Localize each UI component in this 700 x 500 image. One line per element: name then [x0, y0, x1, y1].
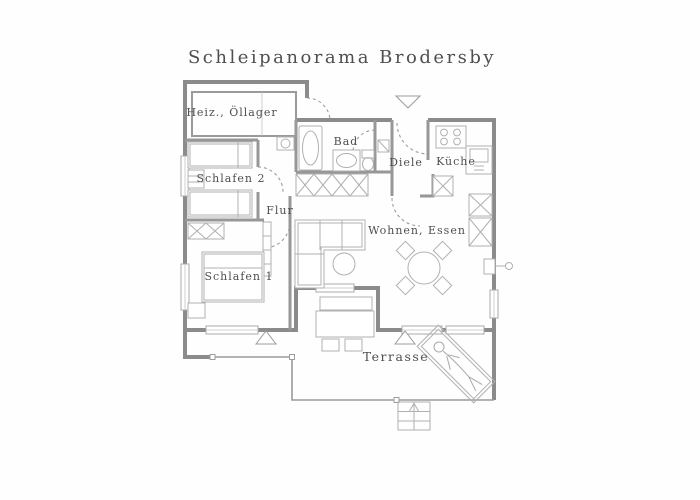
room-bad-fixtures [298, 125, 390, 172]
radiator-icon [262, 221, 272, 277]
sofa-icon [294, 219, 366, 289]
window [489, 289, 499, 319]
chair-icon [432, 275, 453, 296]
room-label-terrasse: Terrasse [363, 349, 429, 364]
door-arc-diele-wohnen [391, 197, 421, 227]
terrace-table-set [315, 296, 375, 352]
room-schlafen1-furniture [187, 251, 265, 319]
kitchen-cabinet-icon [468, 193, 493, 217]
fence-post [289, 354, 295, 360]
bench-icon [319, 296, 373, 311]
entrance-marker-icon [394, 95, 422, 109]
room-schlafen2-furniture [187, 141, 253, 240]
chair-icon [395, 275, 416, 296]
door-arc-schlafen2 [257, 166, 284, 193]
bathtub-icon [298, 125, 323, 171]
terrace-door-marker-icon [254, 330, 278, 345]
chair-icon [321, 338, 340, 352]
stove-icon [435, 125, 467, 149]
shaft-icon [377, 139, 390, 153]
sun-lounger-icon [416, 324, 496, 404]
coffee-table-icon [332, 252, 356, 276]
door-arc-entrance [396, 122, 429, 155]
window [445, 325, 485, 335]
chair-icon [432, 240, 453, 261]
room-wohnen-furniture [262, 219, 513, 296]
boiler-icon [276, 136, 295, 151]
fence-post [393, 397, 400, 403]
double-bed-icon [201, 251, 265, 303]
single-bed-icon [187, 189, 253, 218]
room-label-wohnen: Wohnen, Essen [368, 224, 466, 237]
room-label-flur: Flur [266, 204, 294, 217]
chair-icon [395, 240, 416, 261]
steps-up-arrow-icon [409, 402, 419, 427]
terrace [209, 296, 496, 431]
room-label-diele: Diele [389, 156, 423, 169]
room-label-bad: Bad [334, 135, 359, 148]
room-heiz-annex [191, 91, 297, 151]
outdoor-table-icon [315, 310, 375, 338]
toilet-icon [361, 149, 375, 171]
wall-tap-icon [483, 258, 513, 275]
room-label-heiz: Heiz., Öllager [186, 105, 277, 119]
kitchen-cabinet-icon [468, 217, 493, 247]
terrace-fence [213, 356, 494, 401]
plan-title: Schleipanorama Brodersby [188, 47, 496, 68]
door-arc-bad [352, 129, 376, 153]
steps-icon [397, 401, 431, 431]
room-label-schlafen1: Schlafen 1 [204, 270, 273, 283]
nightstand-icon [187, 169, 205, 189]
room-label-schlafen2: Schlafen 2 [196, 172, 265, 185]
washbasin-icon [332, 149, 361, 172]
window [180, 263, 190, 311]
window [401, 325, 443, 335]
chair-icon [344, 338, 363, 352]
hall-wardrobe-icon [295, 173, 369, 197]
room-kueche-fixtures [432, 125, 493, 247]
fence-post [209, 354, 216, 360]
terrace-door-marker-icon [393, 330, 417, 345]
single-bed-icon [187, 141, 253, 169]
window [205, 325, 259, 335]
person-figure [433, 341, 483, 392]
door-arc-annex [306, 97, 331, 122]
kitchen-sink-icon [465, 145, 493, 175]
nightstand-icon [187, 302, 206, 319]
room-label-kueche: Küche [436, 155, 476, 168]
wardrobe-icon [187, 222, 225, 240]
dining-table-icon [395, 240, 453, 296]
kitchen-cabinet-icon [432, 175, 454, 197]
